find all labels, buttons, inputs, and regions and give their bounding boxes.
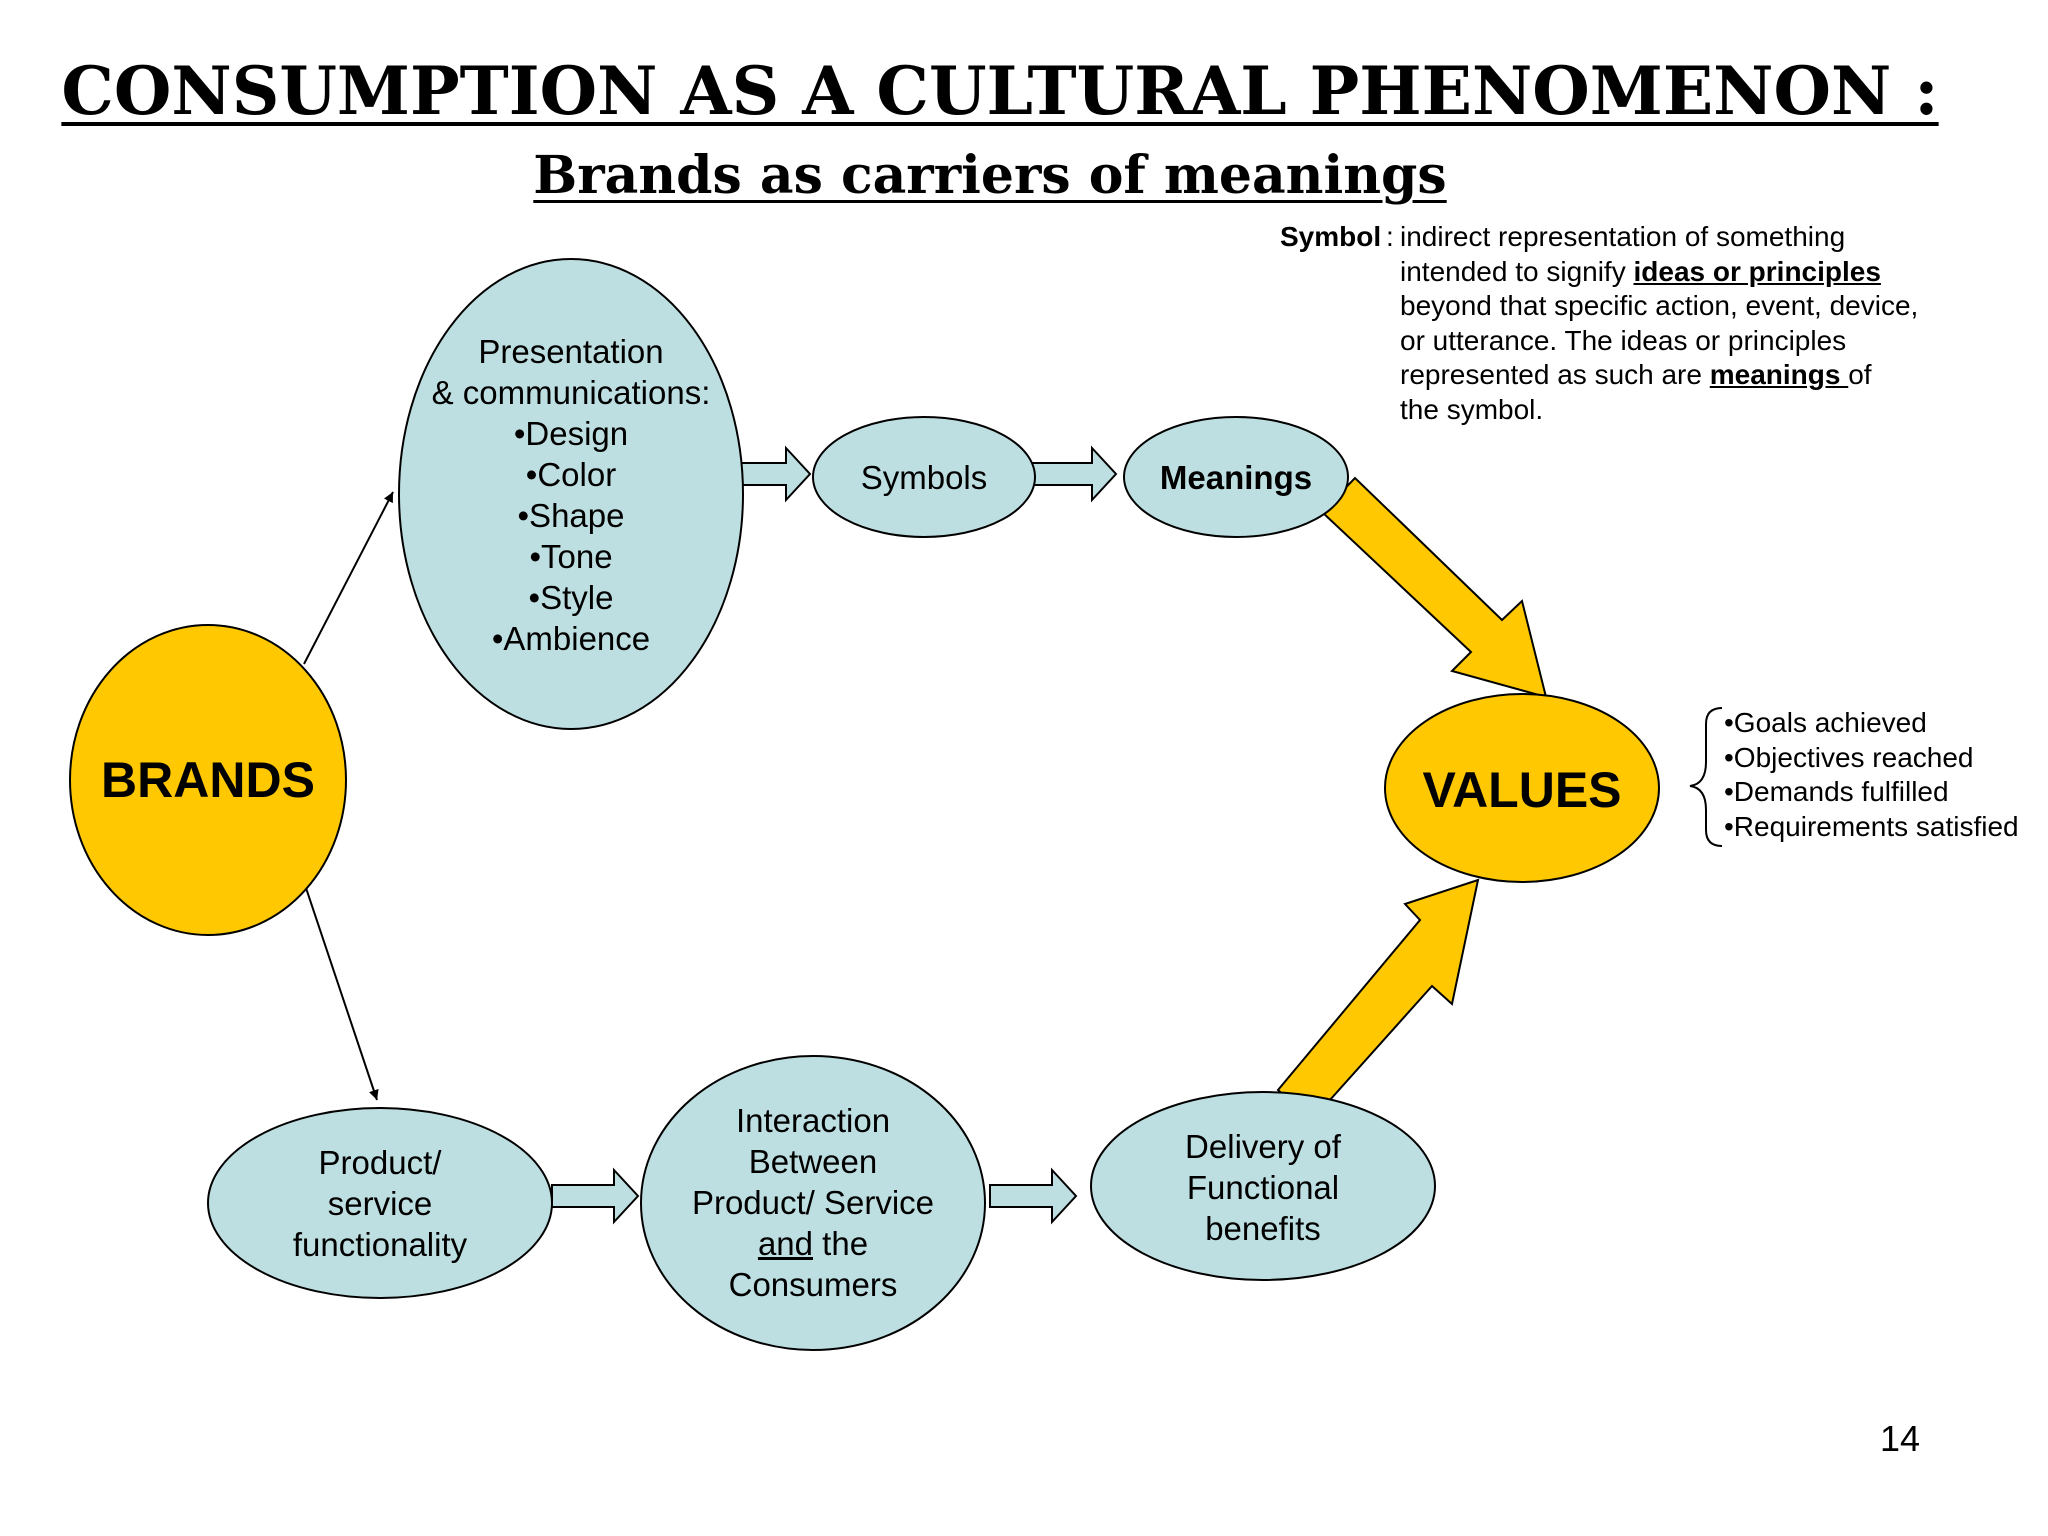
brands-label: BRANDS — [70, 750, 346, 810]
symbols-label: Symbols — [813, 455, 1035, 500]
product-line-2: service — [327, 1184, 433, 1222]
page-number: 14 — [1880, 1418, 1921, 1459]
block-arrow-interaction-to-delivery — [989, 1167, 1078, 1225]
interaction-and-word: and — [757, 1224, 813, 1262]
values-label: VALUES — [1385, 760, 1659, 820]
symbols-node-shape — [812, 416, 1036, 538]
product-label: Product/ service functionality — [208, 1140, 552, 1266]
interaction-line-4: and the — [758, 1223, 868, 1264]
slide-title: CONSUMPTION AS A CULTURAL PHENOMENON : — [61, 52, 1939, 130]
interaction-line-5: Consumers — [728, 1265, 898, 1303]
delivery-line-2: Functional — [1186, 1168, 1340, 1206]
delivery-label: Delivery of Functional benefits — [1091, 1124, 1435, 1250]
block-arrow-product-to-interaction — [551, 1167, 640, 1225]
definition-line-3: beyond that specific action, event, devi… — [1400, 290, 1919, 321]
definition-line-2: intended to signify ideas or principles — [1400, 255, 2040, 290]
values-list-item: •Requirements satisfied — [1724, 810, 2019, 842]
values-list-brace — [1689, 707, 1723, 847]
definition-line-4: or utterance. The ideas or principles — [1400, 324, 1847, 356]
presentation-item-tone: •Tone — [529, 538, 613, 575]
product-node-shape — [207, 1107, 553, 1299]
values-text: VALUES — [1422, 762, 1622, 818]
values-list-item: •Goals achieved — [1724, 707, 1927, 738]
delivery-node-shape — [1090, 1091, 1436, 1281]
interaction-line-2: Between — [748, 1142, 878, 1180]
interaction-node-shape — [640, 1055, 986, 1351]
definition-line-6: the symbol. — [1400, 393, 1544, 425]
meanings-label: Meanings — [1124, 455, 1348, 500]
slide-subtitle: Brands as carriers of meanings — [533, 145, 1447, 206]
definition-line-1: indirect representation of something — [1400, 221, 1846, 252]
presentation-node-shape — [398, 258, 744, 730]
symbol-definition-body: indirect representation of something int… — [1400, 220, 2040, 427]
values-list-item: •Objectives reached — [1724, 741, 1974, 773]
symbols-text: Symbols — [860, 459, 988, 496]
definition-line-2-text: intended to signify — [1400, 255, 1634, 287]
communications-heading: & communications: — [431, 374, 711, 411]
meanings-node-shape — [1123, 416, 1349, 538]
values-list-item: •Demands fulfilled — [1724, 776, 1949, 807]
symbol-term: Symbol — [1280, 221, 1382, 252]
interaction-line-1: Interaction — [735, 1101, 891, 1139]
symbol-colon: : — [1386, 221, 1394, 252]
presentation-item-design: •Design — [513, 415, 629, 452]
gold-arrow-delivery-to-values — [1276, 878, 1480, 1122]
interaction-the-word: the — [813, 1224, 869, 1262]
product-line-3: functionality — [292, 1225, 468, 1263]
presentation-label: Presentation & communications: •Design •… — [399, 333, 743, 657]
ideas-or-principles-emphasis: ideas or principles — [1633, 255, 1881, 287]
delivery-line-3: benefits — [1205, 1209, 1321, 1247]
presentation-heading: Presentation — [478, 333, 664, 370]
delivery-line-1: Delivery of — [1185, 1127, 1341, 1165]
brands-node-shape — [69, 624, 347, 936]
definition-line-5-of: of — [1848, 359, 1872, 390]
definition-line-5-text: represented as such are — [1400, 359, 1710, 390]
definition-line-5: represented as such are meanings of — [1400, 358, 2040, 393]
gold-arrow-meanings-to-values — [1320, 476, 1548, 699]
presentation-item-style: •Style — [528, 579, 614, 616]
values-node-shape — [1384, 693, 1660, 883]
block-arrow-symbols-to-meanings — [1030, 445, 1118, 503]
interaction-line-3: Product/ Service — [691, 1183, 935, 1221]
product-line-1: Product/ — [318, 1143, 442, 1181]
interaction-label: Interaction Between Product/ Service and… — [641, 1097, 985, 1307]
arrow-brands-to-presentation — [303, 491, 394, 665]
meanings-emphasis: meanings — [1709, 359, 1849, 390]
brands-text: BRANDS — [101, 752, 315, 808]
presentation-item-color: •Color — [525, 456, 617, 493]
values-list: •Goals achieved •Objectives reached •Dem… — [1724, 706, 2019, 844]
presentation-item-shape: •Shape — [517, 497, 625, 534]
arrow-brands-to-product — [305, 887, 379, 1101]
meanings-text: Meanings — [1159, 459, 1313, 496]
presentation-item-ambience: •Ambience — [491, 620, 651, 657]
